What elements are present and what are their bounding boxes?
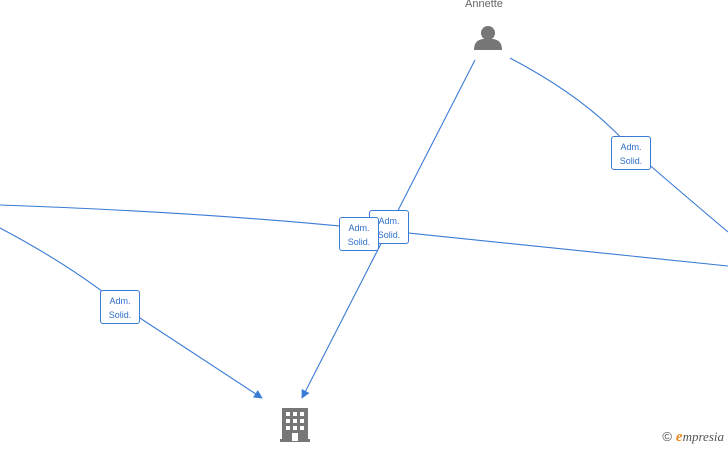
- building-icon[interactable]: [280, 408, 310, 442]
- edge-label-line2: Solid.: [108, 310, 132, 320]
- copyright-symbol: ©: [662, 429, 672, 444]
- edge-label-line1: Adm.: [348, 223, 370, 233]
- edge-label-line2: Solid.: [347, 237, 371, 247]
- edge-label-left[interactable]: Adm. Solid.: [100, 290, 140, 324]
- edge-label-right[interactable]: Adm. Solid.: [611, 136, 651, 170]
- edge-long-horizontal[interactable]: [0, 204, 728, 267]
- edge-label-line1: Adm.: [620, 142, 642, 152]
- person-icon[interactable]: [474, 26, 502, 50]
- edge-label-line2: Solid.: [619, 156, 643, 166]
- edge-label-line2: Solid.: [377, 230, 401, 240]
- brand-name: mpresia: [682, 429, 724, 444]
- brand-logo: ©empresia: [662, 429, 724, 446]
- edge-label-line1: Adm.: [378, 216, 400, 226]
- edge-label-center[interactable]: Adm. Solid.: [339, 217, 379, 251]
- person-name-label: Annette: [465, 0, 503, 10]
- edge-label-line1: Adm.: [109, 296, 131, 306]
- brand-initial: e: [675, 429, 683, 445]
